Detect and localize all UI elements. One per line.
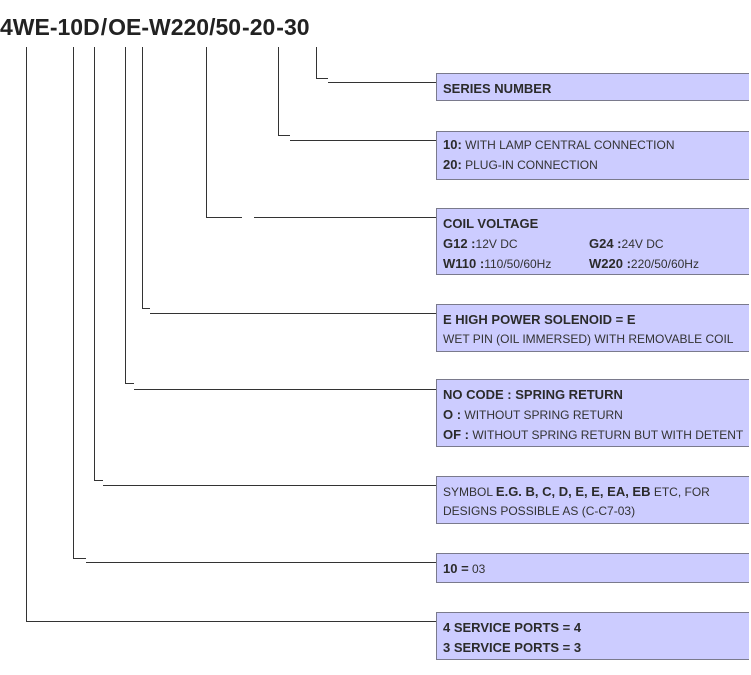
symbol-line2: DESIGNS POSSIBLE AS (C-C7-03) xyxy=(443,504,636,518)
code-part-oe-w220: OE-W220/50 xyxy=(108,14,242,40)
connector-spring xyxy=(125,47,134,384)
series-title: SERIES NUMBER xyxy=(443,81,552,96)
voltage-w220-text: 220/50/60Hz xyxy=(630,257,699,271)
voltage-w110-text: 110/50/60Hz xyxy=(484,257,552,271)
solenoid-title: E HIGH POWER SOLENOID = E xyxy=(443,312,636,327)
spring-return-box: NO CODE : SPRING RETURN O : WITHOUT SPRI… xyxy=(436,379,749,447)
symbol-box: SYMBOL E.G. B, C, D, E, E, EA, EB ETC, F… xyxy=(436,476,749,524)
coil-voltage-box: COIL VOLTAGE G12 :12V DC G24 :24V DC W110… xyxy=(436,208,749,275)
symbol-pre: SYMBOL xyxy=(443,485,496,499)
solenoid-box: E HIGH POWER SOLENOID = E WET PIN (OIL I… xyxy=(436,304,749,352)
voltage-g24-text: 24V DC xyxy=(621,237,664,251)
spring-of-text: WITHOUT SPRING RETURN BUT WITH DETENT xyxy=(469,428,744,442)
voltage-g12-code: G12 : xyxy=(443,236,476,251)
spring-o-text: WITHOUT SPRING RETURN xyxy=(461,408,623,422)
size-code: 10 = xyxy=(443,561,469,576)
connector-solenoid xyxy=(142,47,150,309)
symbol-post: ETC, FOR xyxy=(650,485,710,499)
voltage-w110-code: W110 : xyxy=(443,256,485,271)
connector-series xyxy=(316,47,328,79)
symbol-examples: E.G. B, C, D, E, E, EA, EB xyxy=(495,484,651,499)
spring-title: NO CODE : SPRING RETURN xyxy=(443,387,623,402)
spring-of-code: OF : xyxy=(443,427,469,442)
size-text: 03 xyxy=(468,562,486,576)
ports-line2: 3 SERVICE PORTS = 3 xyxy=(443,640,582,655)
connector-symbol xyxy=(94,47,103,481)
connection-text-10: WITH LAMP CENTRAL CONNECTION xyxy=(461,138,675,152)
code-separator: / xyxy=(100,14,108,40)
code-part-4we: 4WE xyxy=(0,14,50,40)
connection-text-20: PLUG-IN CONNECTION xyxy=(461,158,598,172)
connector-connection xyxy=(278,47,290,136)
solenoid-text: WET PIN (OIL IMMERSED) WITH REMOVABLE CO… xyxy=(443,332,734,346)
voltage-title: COIL VOLTAGE xyxy=(443,216,539,231)
connector-ports xyxy=(26,47,50,622)
series-number-box: SERIES NUMBER xyxy=(436,73,749,101)
connector-voltage xyxy=(206,47,242,218)
voltage-w220-code: W220 : xyxy=(589,256,631,271)
code-part-20: -20 xyxy=(242,14,276,40)
size-box: 10 = 03 xyxy=(436,553,749,583)
model-code-title: 4WE-10D/OE-W220/50-20-30 xyxy=(0,14,310,41)
service-ports-box: 4 SERVICE PORTS = 4 3 SERVICE PORTS = 3 xyxy=(436,612,749,660)
connection-box: 10: WITH LAMP CENTRAL CONNECTION 20: PLU… xyxy=(436,131,749,180)
code-part-30: -30 xyxy=(276,14,310,40)
ports-line1: 4 SERVICE PORTS = 4 xyxy=(443,620,582,635)
voltage-g12-text: 12V DC xyxy=(475,237,518,251)
spring-o-code: O : xyxy=(443,407,462,422)
code-part-10d: -10D xyxy=(49,14,100,40)
voltage-g24-code: G24 : xyxy=(589,236,622,251)
connection-code-10: 10: xyxy=(443,137,462,152)
connector-size xyxy=(73,47,86,559)
connection-code-20: 20: xyxy=(443,157,462,172)
